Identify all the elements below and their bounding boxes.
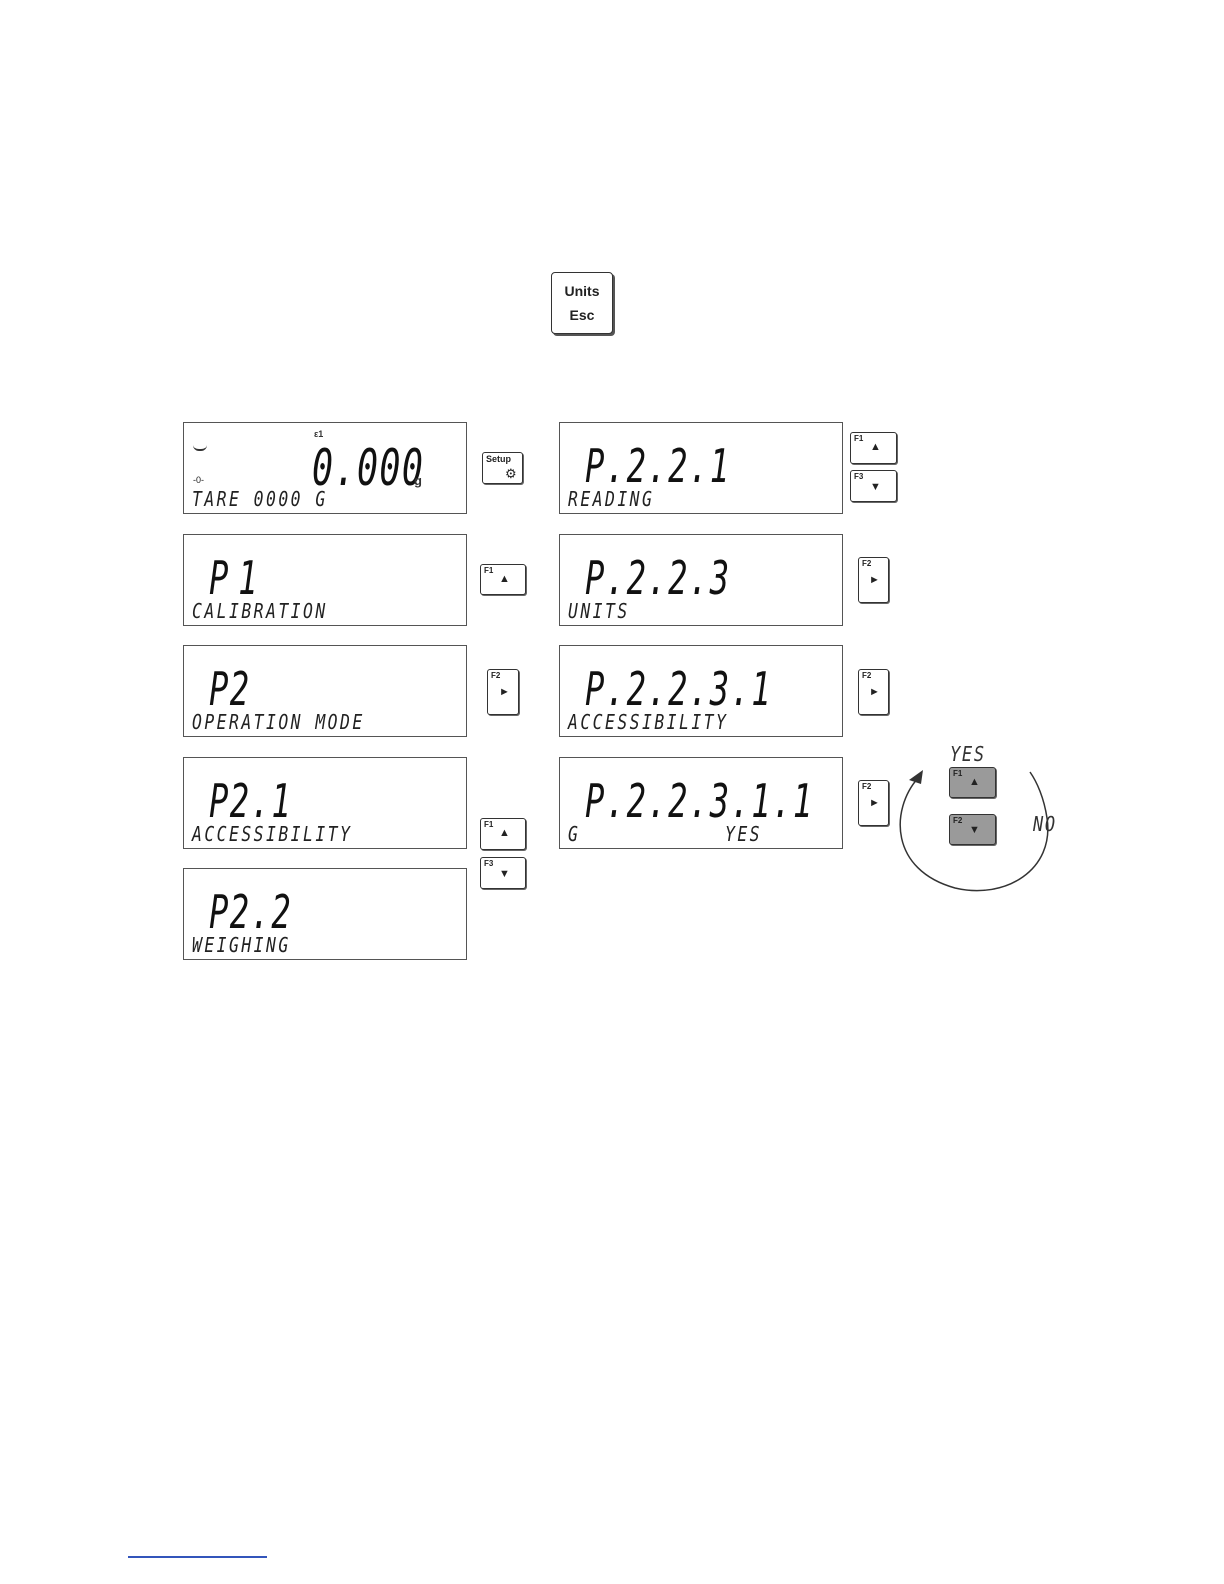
lcd-p1: P1 CALIBRATION [183, 534, 467, 626]
f2-right-button-4[interactable]: F2 ► [858, 780, 889, 826]
f2-right-button[interactable]: F2 ► [487, 669, 519, 715]
lcd-p22: P2.2 WEIGHING [183, 868, 467, 960]
f2-label: F2 [862, 559, 871, 568]
f2-right-button-3[interactable]: F2 ► [858, 669, 889, 715]
f1-label: F1 [484, 820, 493, 829]
up-arrow-icon: ▲ [499, 573, 510, 585]
lcd-home: ε1 -0- 0.000 g TARE 0000 G [183, 422, 467, 514]
footer-link-line [128, 1556, 267, 1558]
f3-down-button-2[interactable]: F3 ▼ [850, 470, 897, 502]
f1-up-button-2[interactable]: F1 ▲ [480, 818, 526, 850]
lcd-p21: P2.1 ACCESSIBILITY [183, 757, 467, 849]
lcd-p22311: P.2.2.3.1.1 G YES [559, 757, 843, 849]
zero-icon: -0- [193, 475, 204, 485]
p1-text: CALIBRATION [192, 601, 328, 621]
right-arrow-icon: ► [869, 797, 880, 809]
p1-code: P1 [209, 555, 267, 601]
right-arrow-icon: ► [869, 574, 880, 586]
f2-right-button-2[interactable]: F2 ► [858, 557, 889, 603]
f1-label: F1 [953, 769, 962, 778]
p22-text: WEIGHING [192, 935, 291, 955]
f1-label: F1 [484, 566, 493, 575]
p22311-text: G [568, 824, 580, 844]
down-arrow-icon: ▼ [969, 824, 980, 836]
lcd-p2: P2 OPERATION MODE [183, 645, 467, 737]
setup-label: Setup [486, 454, 511, 464]
p223-code: P.2.2.3 [585, 555, 731, 601]
gear-icon: ⚙ [505, 466, 517, 482]
units-esc-key[interactable]: Units Esc [551, 272, 613, 334]
f3-down-button[interactable]: F3 ▼ [480, 857, 526, 889]
p21-code: P2.1 [209, 778, 292, 824]
up-arrow-icon: ▲ [969, 776, 980, 788]
up-arrow-icon: ▲ [499, 827, 510, 839]
down-arrow-icon: ▼ [499, 868, 510, 880]
lcd-p2231: P.2.2.3.1 ACCESSIBILITY [559, 645, 843, 737]
f3-label: F3 [854, 472, 863, 481]
p2231-text: ACCESSIBILITY [568, 712, 728, 732]
level-icon [193, 445, 207, 451]
no-down-button[interactable]: F2 ▼ [949, 814, 996, 845]
f3-label: F3 [484, 859, 493, 868]
down-arrow-icon: ▼ [870, 481, 881, 493]
p221-text: READING [568, 489, 654, 509]
p2-code: P2 [209, 666, 251, 712]
no-label: NO [1033, 812, 1057, 836]
f2-label: F2 [862, 671, 871, 680]
p22311-code: P.2.2.3.1.1 [585, 778, 814, 824]
lcd-p223: P.2.2.3 UNITS [559, 534, 843, 626]
p223-text: UNITS [568, 601, 630, 621]
yes-label: YES [950, 742, 986, 766]
esc-label: Esc [552, 303, 612, 327]
yes-up-button[interactable]: F1 ▲ [949, 767, 996, 798]
weight-value: 0.000 [312, 443, 424, 493]
f1-label: F1 [854, 434, 863, 443]
up-arrow-icon: ▲ [870, 441, 881, 453]
f2-label: F2 [491, 671, 500, 680]
p221-code: P.2.2.1 [585, 443, 731, 489]
right-arrow-icon: ► [869, 686, 880, 698]
f1-up-button-3[interactable]: F1 ▲ [850, 432, 897, 464]
p22-code: P2.2 [209, 889, 292, 935]
p2231-code: P.2.2.3.1 [585, 666, 772, 712]
right-arrow-icon: ► [499, 686, 510, 698]
stable-indicator: ε1 [314, 429, 323, 439]
home-text: TARE 0000 G [192, 489, 328, 509]
setup-button[interactable]: Setup ⚙ [482, 452, 523, 484]
p2-text: OPERATION MODE [192, 712, 365, 732]
f1-up-button[interactable]: F1 ▲ [480, 564, 526, 595]
p21-text: ACCESSIBILITY [192, 824, 352, 844]
f2-label: F2 [862, 782, 871, 791]
units-label: Units [552, 279, 612, 303]
f2-label: F2 [953, 816, 962, 825]
p22311-value: YES [725, 824, 762, 844]
lcd-p221: P.2.2.1 READING [559, 422, 843, 514]
weight-unit: g [414, 473, 422, 488]
